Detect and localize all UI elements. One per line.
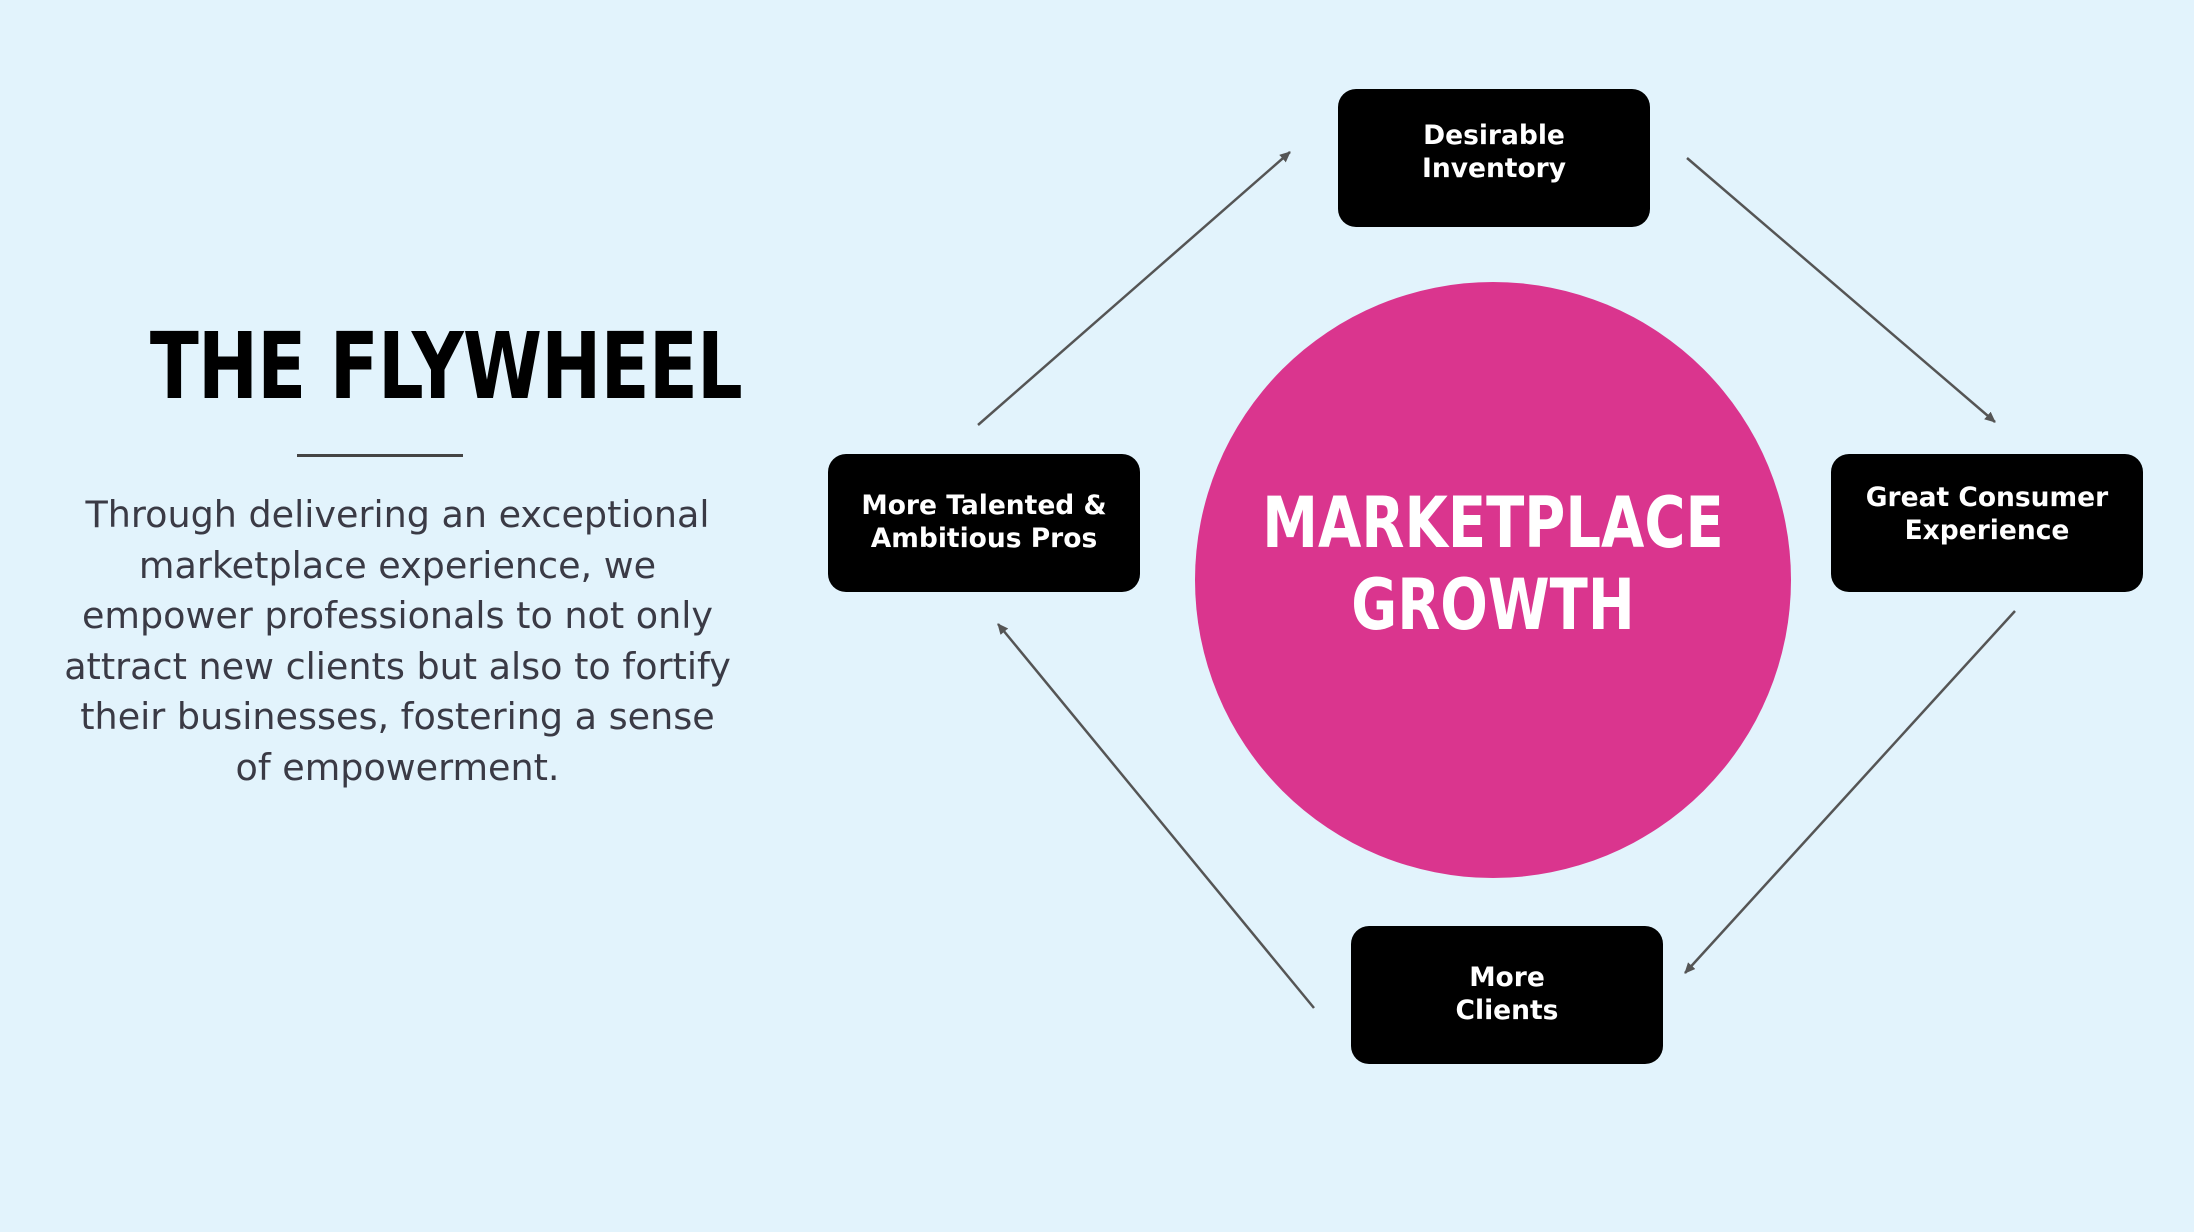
arrow-consumer-to-clients [1684, 610, 2016, 974]
hub-label-line-1: MARKETPLACE [1262, 482, 1724, 564]
arrow-desirable-to-consumer [1686, 157, 1996, 423]
page-title: THE FLYWHEEL [149, 313, 743, 420]
node-label: Great Consumer Experience [1865, 482, 2109, 546]
marketplace-growth-circle [1195, 282, 1791, 878]
node-label: More Clients [1455, 962, 1559, 1026]
arrow-clients-to-pros [997, 623, 1315, 1009]
node-desirable-inventory: Desirable Inventory [1338, 89, 1650, 227]
node-more-talented-pros: More Talented & Ambitious Pros [828, 454, 1140, 592]
arrow-pros-to-desirable [977, 151, 1291, 426]
intro-paragraph: Through delivering an exceptional market… [64, 493, 731, 789]
node-label: More Talented & Ambitious Pros [861, 490, 1107, 554]
node-label: Desirable Inventory [1421, 120, 1567, 184]
hub-label-line-2: GROWTH [1351, 564, 1635, 646]
node-great-consumer-experience: Great Consumer Experience [1831, 454, 2143, 592]
title-divider [297, 454, 463, 457]
node-more-clients: More Clients [1351, 926, 1663, 1064]
